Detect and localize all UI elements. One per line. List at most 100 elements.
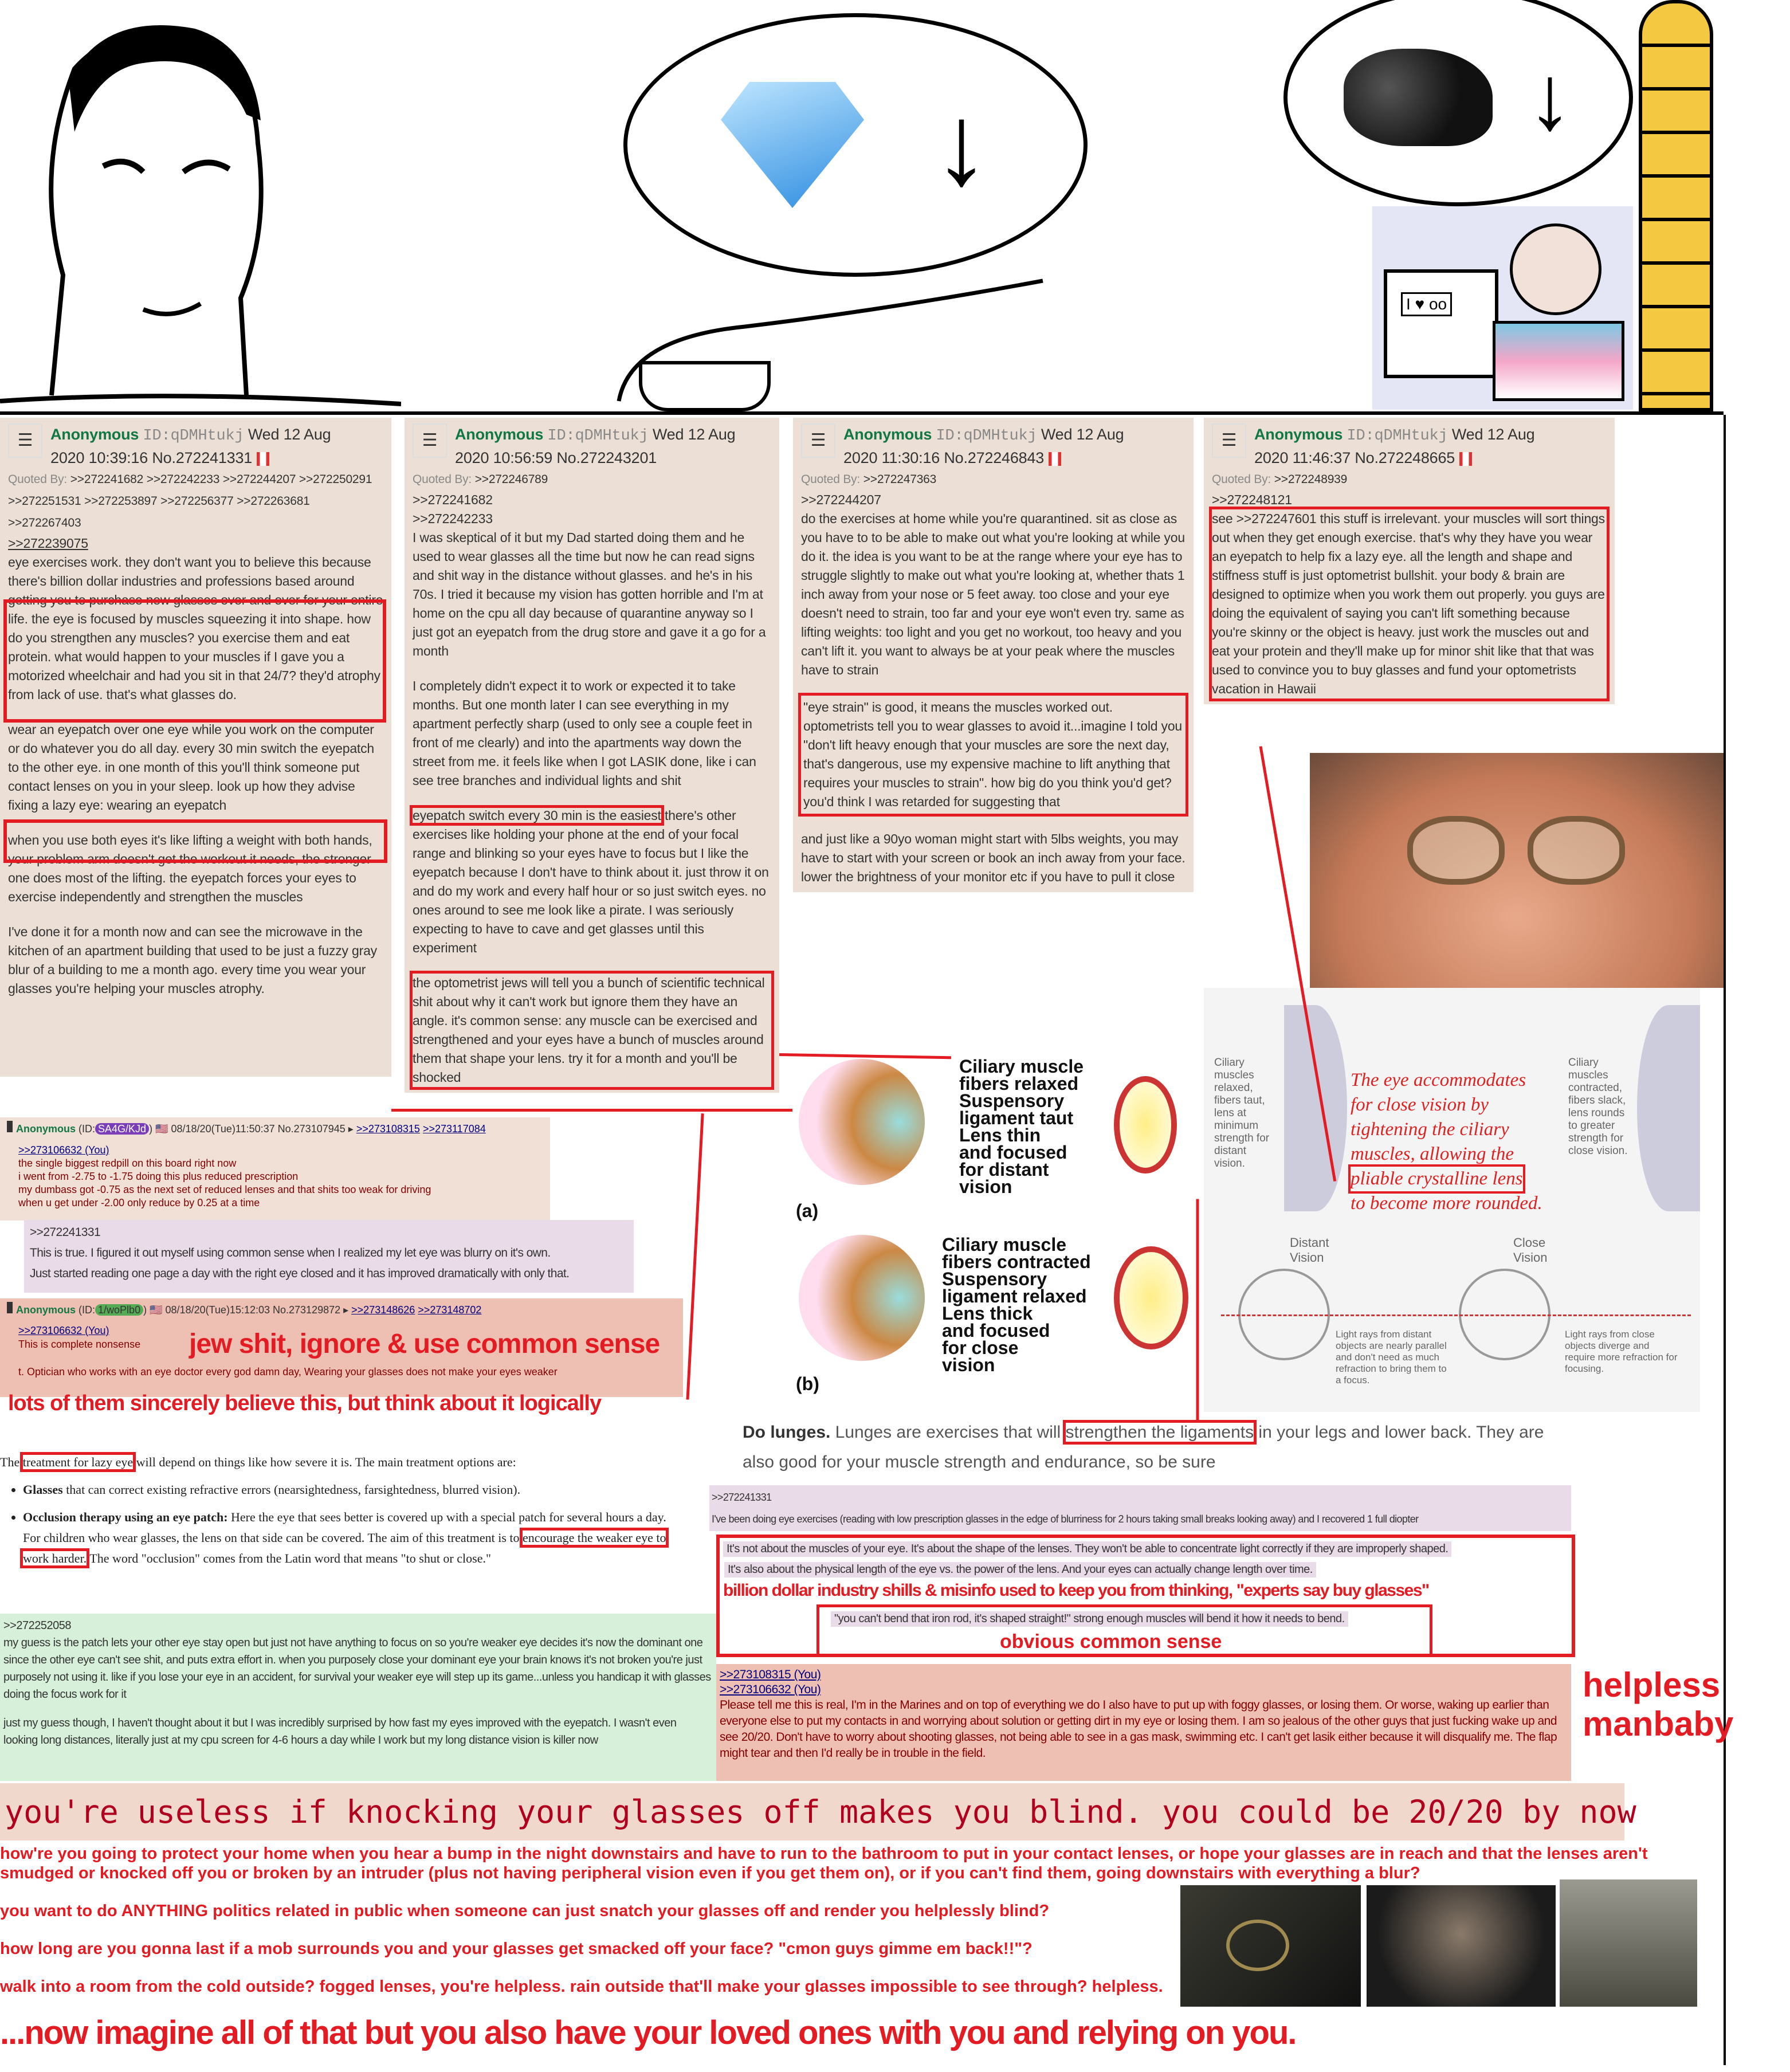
reply-link[interactable]: >>272244207 xyxy=(801,492,881,507)
post-number[interactable]: 2020 11:30:16 No.272246843 xyxy=(843,449,1045,466)
reply-link[interactable]: >>272248121 xyxy=(1212,492,1292,507)
quoted-by-links[interactable]: >>272247363 xyxy=(863,473,937,486)
poster-name: Anonymous xyxy=(16,1304,76,1316)
post-paragraph: wear an eyepatch over one eye while you … xyxy=(8,722,374,813)
post-paragraph: do the exercises at home while you're qu… xyxy=(801,511,1185,677)
quoted-by-links[interactable]: >>272246789 xyxy=(474,473,548,486)
post-meta: 08/18/20(Tue)11:50:37 No.273107945 xyxy=(171,1123,346,1135)
post-number[interactable]: 2020 11:46:37 No.272248665 xyxy=(1254,449,1455,466)
quoted-by-links[interactable]: >>272248939 xyxy=(1274,473,1348,486)
quote-link[interactable]: >>273106632 (You) xyxy=(720,1683,821,1696)
yellow-snake-drawing xyxy=(1639,0,1713,411)
wiki-text: will depend on things like how severe it… xyxy=(133,1455,516,1469)
quoted-line: It's not about the muscles of your eye. … xyxy=(723,1541,1452,1557)
caption-useless: you're useless if knocking your glasses … xyxy=(5,1794,1636,1830)
caption-jew-shit: jew shit, ignore & use common sense xyxy=(189,1329,660,1359)
post-purple-1: >>272241331 This is true. I figured it o… xyxy=(24,1220,634,1293)
post-line: i went from -2.75 to -1.75 doing this pl… xyxy=(18,1171,299,1182)
quote-link[interactable]: >>272241331 xyxy=(30,1226,101,1239)
post-number[interactable]: 2020 10:56:59 No.272243201 xyxy=(455,449,657,466)
caption-billion-dollar: billion dollar industry shills & misinfo… xyxy=(723,1581,1430,1600)
diagram-label: Suspensory xyxy=(959,1090,1065,1111)
diagram-label: for distant xyxy=(959,1159,1049,1180)
highlighted-text: strengthen the ligaments xyxy=(1062,1420,1257,1445)
speech-bubble-coal: ↓ xyxy=(1283,0,1633,206)
reply-link[interactable]: >>272239075 xyxy=(8,536,88,551)
highlighted-paragraph: "eye strain" is good, it means the muscl… xyxy=(798,693,1188,817)
post-menu-icon[interactable]: ☰ xyxy=(801,423,835,458)
poster-name: Anonymous xyxy=(843,426,932,443)
diagram-note: Ciliary muscles relaxed, fibers taut, le… xyxy=(1214,1057,1270,1170)
lunges-bold: Do lunges. xyxy=(743,1423,831,1442)
post-menu-icon[interactable]: ☰ xyxy=(8,423,42,458)
post-marines: >>273108315 (You) >>273106632 (You) Plea… xyxy=(716,1664,1571,1781)
reply-link[interactable]: >>273117084 xyxy=(422,1123,486,1135)
caption-think-logically: lots of them sincerely believe this, but… xyxy=(8,1391,602,1415)
post-date: Wed 12 Aug xyxy=(1041,426,1124,443)
wiki-text: Here the eye that sees better is covered… xyxy=(23,1510,666,1545)
quoted-by-label: Quoted By: xyxy=(1212,473,1271,486)
question-text: how long are you gonna last if a mob sur… xyxy=(0,1940,1033,1958)
canada-flag-icon xyxy=(257,452,270,466)
quote-link[interactable]: >>273106632 (You) xyxy=(18,1144,109,1156)
reply-link[interactable]: >>273148626 xyxy=(351,1304,415,1316)
post-paragraph: there's other exercises like holding you… xyxy=(413,808,769,955)
post-paragraph: when you use both eyes it's like lifting… xyxy=(8,833,372,904)
poster-id[interactable]: ID:qDMHtukj xyxy=(143,427,244,445)
post-line: I've been doing eye exercises (reading w… xyxy=(712,1513,1419,1525)
movie-still-glasses xyxy=(1180,1885,1361,2007)
diagram-label: ligament taut xyxy=(959,1108,1074,1128)
soyjak-at-computer-drawing: I ♥ oo xyxy=(1372,206,1633,410)
post-line: Just started reading one page a day with… xyxy=(30,1267,570,1280)
post-line: This is complete nonsense xyxy=(18,1339,141,1350)
diagram-label: Lens thick xyxy=(942,1303,1033,1324)
post-272246843: ☰ Anonymous ID:qDMHtukj Wed 12 Aug 2020 1… xyxy=(793,418,1194,892)
usa-flag-icon: 🇺🇸 xyxy=(155,1123,168,1135)
quote-link[interactable]: >>272241331 xyxy=(712,1492,772,1503)
quote-link[interactable]: >>273108315 (You) xyxy=(720,1668,821,1681)
diagram-label-a: (a) xyxy=(796,1200,819,1221)
annotation-line xyxy=(1196,1199,1199,1423)
caption-final: ...now imagine all of that but you also … xyxy=(0,2014,1297,2051)
post-line: the single biggest redpill on this board… xyxy=(18,1157,237,1169)
reply-link[interactable]: >>273148702 xyxy=(418,1304,482,1316)
diagram-label: Lens thin xyxy=(959,1125,1041,1145)
quote-link[interactable]: >>272252058 xyxy=(3,1619,71,1632)
post-date: Wed 12 Aug xyxy=(248,426,331,443)
diagram-label: vision xyxy=(942,1355,995,1375)
post-meta: 08/18/20(Tue)15:12:03 No.273129872 xyxy=(165,1304,341,1316)
poster-id[interactable]: ID:qDMHtukj xyxy=(547,427,649,445)
reply-link[interactable]: >>272241682 xyxy=(413,492,493,507)
reply-link[interactable]: >>273108315 xyxy=(356,1123,420,1135)
banner-useless: you're useless if knocking your glasses … xyxy=(0,1783,1636,1841)
down-arrow-icon: ↓ xyxy=(933,81,990,209)
quoted-line: "you can't bend that iron rod, it's shap… xyxy=(831,1611,1348,1627)
diagram-caption: The eye accommodates xyxy=(1351,1070,1526,1090)
diagram-heading: Close Vision xyxy=(1513,1235,1548,1265)
post-273107945: Anonymous (ID:SA4G/KJd) 🇺🇸 08/18/20(Tue)… xyxy=(0,1117,550,1221)
post-date: Wed 12 Aug xyxy=(652,426,736,443)
poster-id[interactable]: ID:qDMHtukj xyxy=(1347,427,1448,445)
post-273129872: Anonymous (ID:1/woPlb0) 🇺🇸 08/18/20(Tue)… xyxy=(0,1298,683,1397)
post-paragraph: my guess is the patch lets your other ey… xyxy=(3,1637,711,1701)
coal-icon xyxy=(1344,49,1493,146)
quoted-by-links[interactable]: >>272241682 >>272242233 >>272244207 >>27… xyxy=(8,473,372,529)
question-text: how're you going to protect your home wh… xyxy=(0,1845,1648,1882)
post-line: when u get under -2.00 only reduce by 0.… xyxy=(18,1197,260,1208)
poster-id-badge[interactable]: SA4G/KJd xyxy=(95,1123,150,1135)
post-menu-icon[interactable]: ☰ xyxy=(413,423,447,458)
canada-flag-icon xyxy=(1459,452,1473,466)
poster-id[interactable]: ID:qDMHtukj xyxy=(936,427,1037,445)
reply-link[interactable]: >>272242233 xyxy=(413,511,493,526)
poster-id-badge[interactable]: 1/woPlb0 xyxy=(95,1304,144,1316)
diamond-icon xyxy=(721,82,864,208)
caption-obvious: obvious common sense xyxy=(1000,1631,1222,1653)
post-number[interactable]: 2020 10:39:16 No.272241331 xyxy=(50,449,253,466)
movie-still-crowd xyxy=(1560,1879,1697,2007)
annotation-line xyxy=(391,1109,792,1112)
hand-drawing xyxy=(639,361,771,411)
post-menu-icon[interactable]: ☰ xyxy=(1212,423,1246,458)
quote-link[interactable]: >>273106632 (You) xyxy=(18,1325,109,1336)
highlight-box xyxy=(3,599,386,723)
